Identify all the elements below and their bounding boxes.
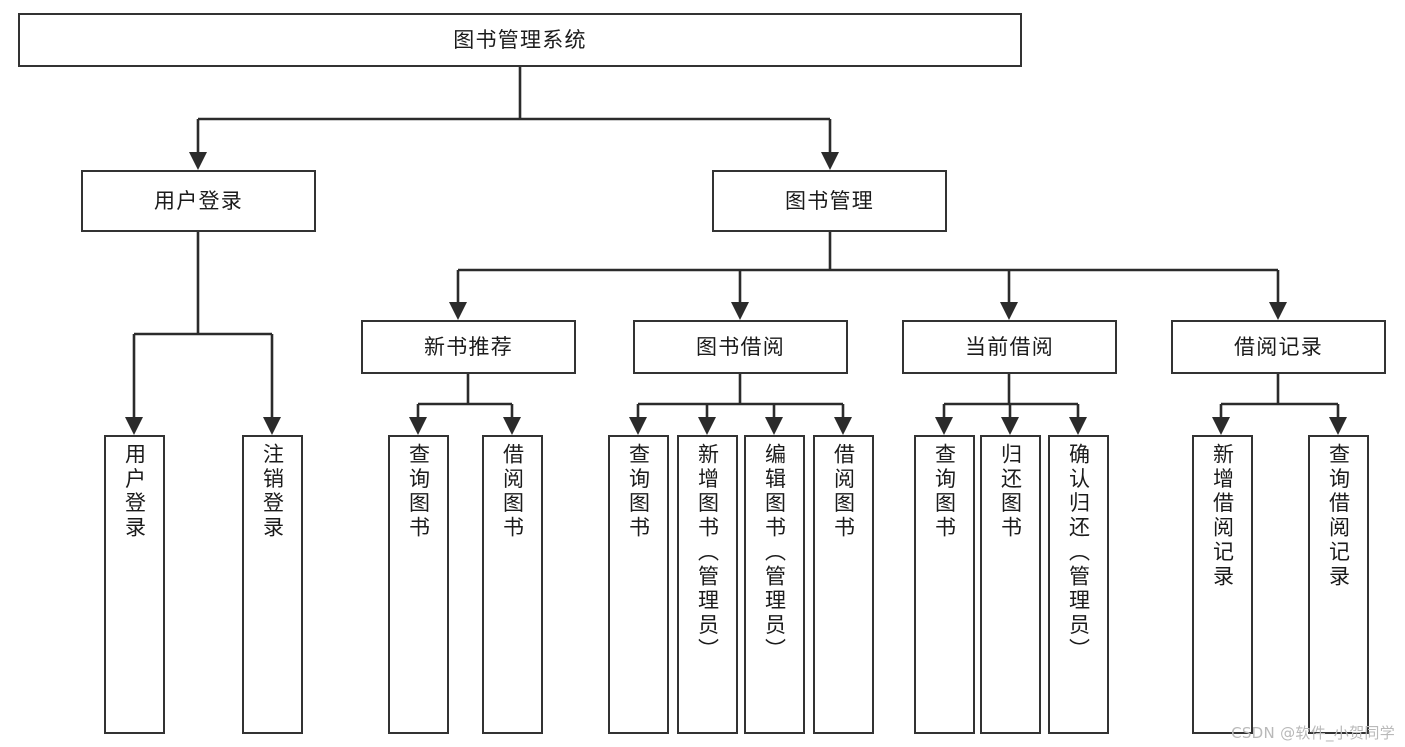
leaf-current-borrow-return-label: 归还图书 bbox=[998, 443, 1023, 541]
arrow-new-book-leaf-1 bbox=[409, 417, 427, 435]
node-new-book-recommend-label: 新书推荐 bbox=[423, 334, 514, 359]
leaf-current-borrow-query-label: 查询图书 bbox=[932, 443, 957, 541]
node-current-borrow[interactable]: 当前借阅 bbox=[902, 320, 1117, 374]
node-borrow-record[interactable]: 借阅记录 bbox=[1171, 320, 1386, 374]
leaf-book-borrow-borrow[interactable]: 借阅图书 bbox=[813, 435, 874, 734]
leaf-user-login-login-label: 用户登录 bbox=[122, 443, 147, 541]
node-book-borrow-label: 图书借阅 bbox=[695, 334, 786, 359]
arrow-book-borrow-leaf-1 bbox=[629, 417, 647, 435]
watermark: CSDN @软件_小贺同学 bbox=[1231, 724, 1395, 742]
leaf-borrow-record-query-label: 查询借阅记录 bbox=[1326, 443, 1351, 590]
arrow-current-borrow-leaf-3 bbox=[1069, 417, 1087, 435]
leaf-book-borrow-query[interactable]: 查询图书 bbox=[608, 435, 669, 734]
leaf-current-borrow-return[interactable]: 归还图书 bbox=[980, 435, 1041, 734]
arrow-book-borrow-leaf-4 bbox=[834, 417, 852, 435]
arrow-borrow-record-leaf-2 bbox=[1329, 417, 1347, 435]
leaf-user-login-logout-label: 注销登录 bbox=[260, 443, 285, 541]
arrow-book-manage bbox=[821, 152, 839, 170]
leaf-book-borrow-edit[interactable]: 编辑图书（管理员） bbox=[744, 435, 805, 734]
arrow-current-borrow-leaf-1 bbox=[935, 417, 953, 435]
node-root[interactable]: 图书管理系统 bbox=[18, 13, 1022, 67]
leaf-borrow-record-add-label: 新增借阅记录 bbox=[1210, 443, 1235, 590]
leaf-user-login-login[interactable]: 用户登录 bbox=[104, 435, 165, 734]
leaf-current-borrow-confirm-label: 确认归还（管理员） bbox=[1066, 443, 1091, 663]
leaf-new-book-query[interactable]: 查询图书 bbox=[388, 435, 449, 734]
arrow-borrow-record-leaf-1 bbox=[1212, 417, 1230, 435]
arrow-current-borrow-leaf-2 bbox=[1001, 417, 1019, 435]
leaf-current-borrow-query[interactable]: 查询图书 bbox=[914, 435, 975, 734]
leaf-new-book-query-label: 查询图书 bbox=[406, 443, 431, 541]
arrow-user-login-leaf-1 bbox=[125, 417, 143, 435]
leaf-book-borrow-query-label: 查询图书 bbox=[626, 443, 651, 541]
arrow-book-borrow-leaf-3 bbox=[765, 417, 783, 435]
arrow-book-borrow-leaf-2 bbox=[698, 417, 716, 435]
node-user-login[interactable]: 用户登录 bbox=[81, 170, 316, 232]
arrow-borrow-record bbox=[1269, 302, 1287, 320]
leaf-user-login-logout[interactable]: 注销登录 bbox=[242, 435, 303, 734]
arrow-user-login-leaf-2 bbox=[263, 417, 281, 435]
node-book-borrow[interactable]: 图书借阅 bbox=[633, 320, 848, 374]
arrow-current-borrow bbox=[1000, 302, 1018, 320]
arrow-new-book-leaf-2 bbox=[503, 417, 521, 435]
node-current-borrow-label: 当前借阅 bbox=[964, 334, 1055, 359]
arrow-new-book bbox=[449, 302, 467, 320]
node-borrow-record-label: 借阅记录 bbox=[1233, 334, 1324, 359]
arrow-user-login bbox=[189, 152, 207, 170]
node-book-management[interactable]: 图书管理 bbox=[712, 170, 947, 232]
leaf-book-borrow-add[interactable]: 新增图书（管理员） bbox=[677, 435, 738, 734]
node-root-label: 图书管理系统 bbox=[453, 27, 587, 52]
node-book-management-label: 图书管理 bbox=[784, 188, 875, 213]
node-user-login-label: 用户登录 bbox=[153, 188, 244, 213]
node-new-book-recommend[interactable]: 新书推荐 bbox=[361, 320, 576, 374]
leaf-new-book-borrow[interactable]: 借阅图书 bbox=[482, 435, 543, 734]
leaf-borrow-record-query[interactable]: 查询借阅记录 bbox=[1308, 435, 1369, 734]
leaf-book-borrow-borrow-label: 借阅图书 bbox=[831, 443, 856, 541]
leaf-new-book-borrow-label: 借阅图书 bbox=[500, 443, 525, 541]
leaf-book-borrow-add-label: 新增图书（管理员） bbox=[695, 443, 720, 663]
leaf-current-borrow-confirm[interactable]: 确认归还（管理员） bbox=[1048, 435, 1109, 734]
leaf-borrow-record-add[interactable]: 新增借阅记录 bbox=[1192, 435, 1253, 734]
arrow-book-borrow bbox=[731, 302, 749, 320]
leaf-book-borrow-edit-label: 编辑图书（管理员） bbox=[762, 443, 787, 663]
